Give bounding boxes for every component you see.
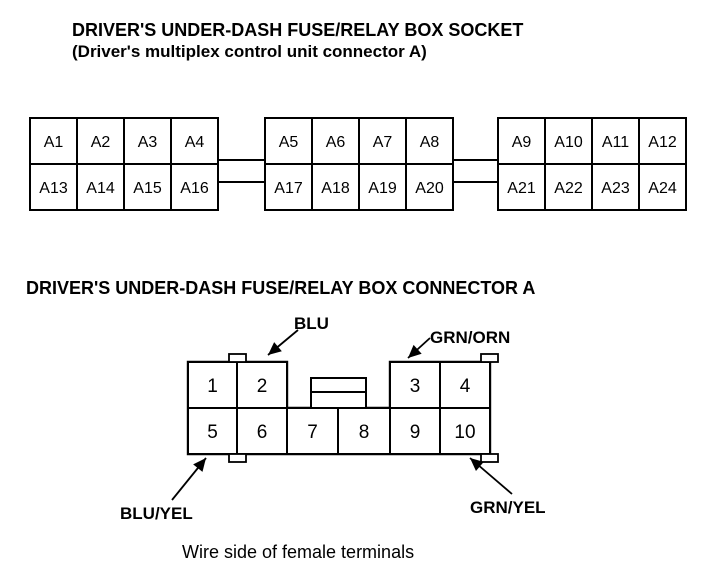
socket-cell-A4: A4 — [185, 134, 205, 151]
socket-subtitle: (Driver's multiplex control unit connect… — [72, 42, 427, 61]
socket-cell-A11: A11 — [602, 134, 629, 151]
socket-cell-A5: A5 — [279, 134, 299, 151]
housing-key — [228, 353, 247, 363]
wire-label-pin5: BLU/YEL — [120, 504, 193, 523]
connector-pin-cell-4 — [439, 361, 491, 409]
socket-cell-A14: A14 — [86, 180, 115, 197]
connector-pin-6: 6 — [257, 422, 268, 443]
connector-pin-cell-3 — [389, 361, 441, 409]
socket-cell-A22: A22 — [554, 180, 583, 197]
connector-pin-cell-2 — [236, 361, 288, 409]
connector-pin-cell-8 — [337, 407, 391, 455]
connector-pin-7: 7 — [307, 422, 318, 443]
connector-title: DRIVER'S UNDER-DASH FUSE/RELAY BOX CONNE… — [26, 278, 536, 298]
wire-label-pin2: BLU — [294, 314, 329, 333]
socket-cell-A9: A9 — [512, 134, 532, 151]
wire-side-caption: Wire side of female terminals — [182, 542, 415, 562]
connector-pin-4: 4 — [460, 376, 471, 397]
connector-diagram-body: 1 2 3 4 5 6 7 8 9 10 — [171, 329, 513, 501]
wire-label-pin10: GRN/YEL — [470, 498, 546, 517]
socket-cell-A23: A23 — [601, 180, 630, 197]
housing-key — [480, 353, 499, 363]
socket-cell-A16: A16 — [180, 180, 209, 197]
connector-pin-cell-5 — [187, 407, 238, 455]
connector-pin-5: 5 — [207, 422, 218, 443]
connector-pin-9: 9 — [410, 422, 421, 443]
arrow-pin2-head — [268, 342, 282, 355]
socket-cell-A1: A1 — [44, 134, 64, 151]
socket-cell-A10: A10 — [554, 134, 583, 151]
socket-cell-A12: A12 — [648, 134, 677, 151]
housing-key — [228, 453, 247, 463]
connector-pin-2: 2 — [257, 376, 268, 397]
connector-pin-cell-6 — [236, 407, 288, 455]
housing-key — [480, 453, 499, 463]
socket-cell-A15: A15 — [133, 180, 162, 197]
arrow-pin3-head — [408, 344, 422, 358]
socket-cell-A18: A18 — [321, 180, 350, 197]
arrow-pin5-head — [193, 458, 206, 472]
socket-cell-A7: A7 — [373, 134, 393, 151]
socket-title: DRIVER'S UNDER-DASH FUSE/RELAY BOX SOCKE… — [72, 20, 524, 40]
socket-cell-A17: A17 — [274, 180, 303, 197]
socket-cell-A20: A20 — [415, 180, 444, 197]
socket-cell-A24: A24 — [648, 180, 677, 197]
connector-pin-10: 10 — [454, 422, 475, 443]
socket-cell-A8: A8 — [420, 134, 440, 151]
connector-pin-cell-10 — [439, 407, 491, 455]
socket-cell-A19: A19 — [368, 180, 397, 197]
socket-cell-A6: A6 — [326, 134, 346, 151]
connector-pin-1: 1 — [207, 376, 218, 397]
arrow-pin10-head — [470, 458, 484, 472]
socket-cell-A3: A3 — [138, 134, 158, 151]
connector-pin-8: 8 — [359, 422, 370, 443]
socket-cell-A2: A2 — [91, 134, 111, 151]
socket-cell-A13: A13 — [39, 180, 68, 197]
wire-label-pin3: GRN/ORN — [430, 328, 511, 347]
socket-cell-A21: A21 — [507, 180, 536, 197]
connector-pin-3: 3 — [410, 376, 421, 397]
